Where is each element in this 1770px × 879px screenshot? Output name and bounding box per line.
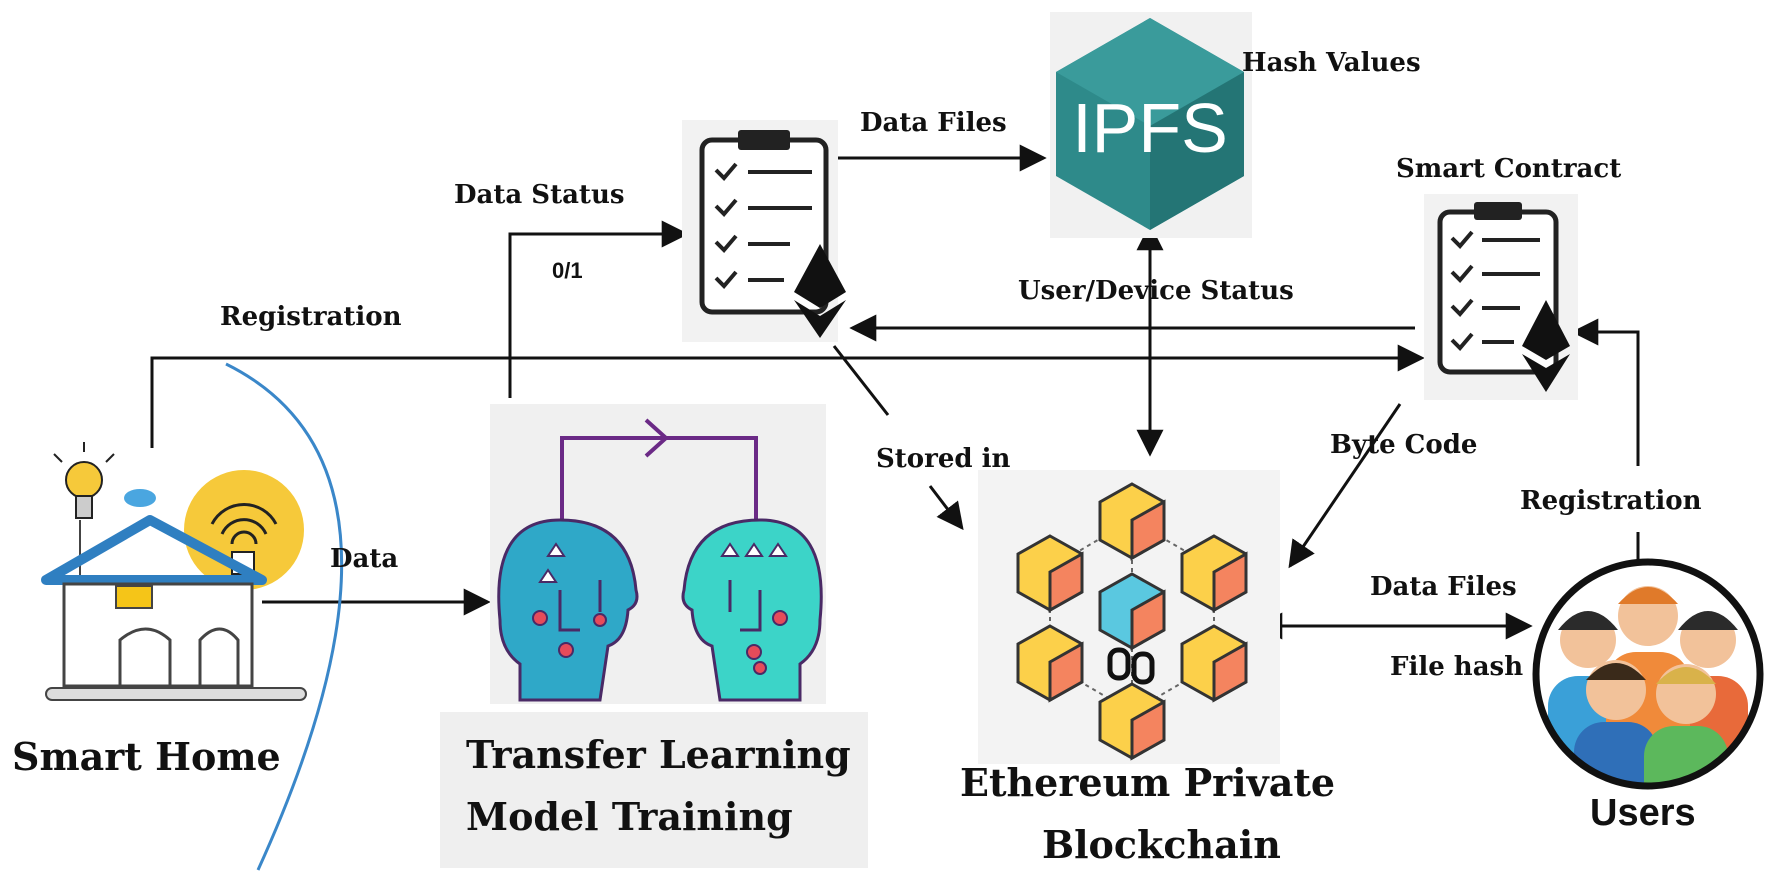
ethereum-icon-left <box>794 244 846 338</box>
transfer-learning-label-box <box>440 712 868 868</box>
data-label: Data <box>330 544 399 574</box>
data-status-label: Data Status <box>454 180 625 210</box>
users-group-icon <box>1532 558 1764 790</box>
zero-one-label: 0/1 <box>552 258 583 283</box>
contract-clipboard-icon-right <box>1424 194 1578 400</box>
arrow-data-status <box>508 220 689 398</box>
arrow-stored-in <box>928 485 964 531</box>
ethereum-title-line1: Ethereum Private <box>960 760 1336 805</box>
transfer-learning-title-line2: Model Training <box>466 794 793 839</box>
file-hash-label: File hash <box>1390 652 1524 682</box>
arrow-registration-right <box>1571 318 1640 466</box>
hash-values-label: Hash Values <box>1242 48 1421 78</box>
chain-link-icon <box>1107 647 1155 685</box>
arrow-byte-code <box>1288 403 1402 569</box>
ethereum-title-line2: Blockchain <box>1042 822 1281 867</box>
ipfs-text: IPFS <box>1072 89 1228 167</box>
user-device-status-label: User/Device Status <box>1018 276 1294 306</box>
smart-home-boundary-arc <box>225 362 343 871</box>
users-title: Users <box>1590 792 1696 834</box>
ai-heads-icon <box>490 404 826 704</box>
ipfs-logo-icon: IPFS <box>1050 12 1252 238</box>
registration-left-label: Registration <box>220 302 402 332</box>
smart-contract-label: Smart Contract <box>1396 154 1622 184</box>
smart-home-icon <box>41 442 307 701</box>
byte-code-label: Byte Code <box>1330 430 1478 460</box>
contract-clipboard-icon-left <box>682 120 846 342</box>
arrow-registration-left <box>150 344 1425 448</box>
transfer-learning-title-line1: Transfer Learning <box>466 732 851 777</box>
registration-right-label: Registration <box>1520 486 1702 516</box>
blockchain-icon <box>978 470 1280 764</box>
smart-home-title: Smart Home <box>12 734 281 779</box>
data-files-top-label: Data Files <box>860 108 1007 138</box>
line-stored-in-upper <box>832 345 890 416</box>
data-files-right-label: Data Files <box>1370 572 1517 602</box>
stored-in-label: Stored in <box>876 444 1011 474</box>
ethereum-icon-right <box>1522 300 1570 392</box>
